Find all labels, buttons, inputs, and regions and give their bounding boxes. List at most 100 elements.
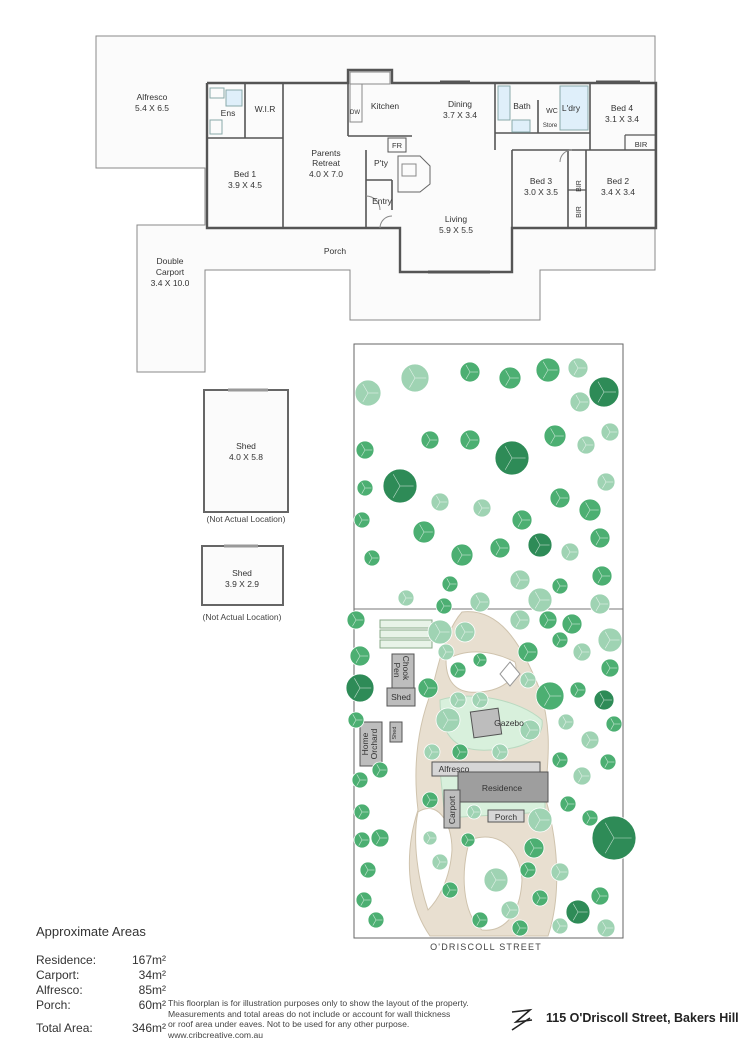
tree-branch xyxy=(529,840,535,849)
tree-branch xyxy=(606,425,611,433)
tree-branch xyxy=(454,699,459,706)
website-link[interactable]: www.cribcreative.com.au xyxy=(168,1029,264,1040)
tree-branch xyxy=(456,746,461,753)
tree-branch xyxy=(496,746,501,753)
shed-2-label: Shed xyxy=(232,568,252,578)
tree-branch xyxy=(556,634,561,641)
residence-label: Residence xyxy=(482,783,522,793)
tree-branch xyxy=(523,644,529,653)
tree-branch xyxy=(586,817,591,824)
shed-2: Shed 3.9 X 2.9 (Not Actual Location) xyxy=(201,544,284,622)
site-shed-label: Shed xyxy=(391,692,411,702)
site-plan: Chook Pen Shed Home Orchard Shed Gazebo … xyxy=(345,343,637,952)
bir-label-a: BIR xyxy=(576,180,583,192)
tree-branch xyxy=(358,514,363,521)
tree-branch xyxy=(495,547,501,556)
pantry-label: P'ty xyxy=(374,158,389,168)
tree-branch xyxy=(490,871,497,881)
tree-branch xyxy=(524,869,529,876)
home-orchard xyxy=(359,721,383,767)
tree-branch xyxy=(524,674,529,681)
parents-size: 4.0 X 7.0 xyxy=(309,169,343,179)
tree-branch xyxy=(457,554,463,563)
fridge-label: FR xyxy=(392,141,403,150)
tree-branch xyxy=(436,861,441,868)
tree-branch xyxy=(476,699,481,706)
tree-branch xyxy=(392,485,401,498)
area-total-row: Total Area:346m² xyxy=(36,1021,166,1036)
tree-branch xyxy=(534,811,541,821)
tree-branch xyxy=(496,751,501,758)
tree-branch xyxy=(606,431,611,439)
tree-branch xyxy=(524,679,529,686)
tree-branch xyxy=(454,669,459,676)
tree-branch xyxy=(402,597,407,604)
dining-size: 3.7 X 3.4 xyxy=(443,110,477,120)
tree-canopy xyxy=(345,357,637,938)
property-address: 115 O'Driscoll Street, Bakers Hill xyxy=(508,1006,744,1030)
area-row: Alfresco:85m² xyxy=(36,983,166,998)
tree-branch xyxy=(562,721,567,728)
tree-branch xyxy=(436,495,441,503)
dining-label: Dining xyxy=(448,99,472,109)
tree-branch xyxy=(495,540,501,549)
tree-branch xyxy=(556,759,561,766)
tree-branch xyxy=(516,927,521,934)
tree-branch xyxy=(596,895,601,903)
bed1-label: Bed 1 xyxy=(234,169,256,179)
tree-branch xyxy=(586,739,591,747)
site-shed xyxy=(386,687,416,707)
tree-branch xyxy=(506,903,511,911)
tree-branch xyxy=(606,667,611,675)
tree-branch xyxy=(585,509,591,518)
area-label: Residence: xyxy=(36,953,97,967)
tree-branch xyxy=(602,481,607,489)
tree-branch xyxy=(361,449,366,457)
tree-branch xyxy=(597,568,603,577)
tree-branch xyxy=(392,474,401,487)
tree-branch xyxy=(556,754,561,761)
tree-branch xyxy=(602,927,607,935)
orchard-label: Orchard xyxy=(369,728,379,759)
tree-branch xyxy=(476,659,481,666)
area-label: Alfresco: xyxy=(36,983,83,997)
tree-branch xyxy=(595,596,601,605)
bath-label: Bath xyxy=(513,101,531,111)
tree-branch xyxy=(355,655,361,664)
tree-branch xyxy=(475,601,481,610)
tree-branch xyxy=(355,648,361,657)
approximate-areas: Approximate Areas Residence:167m² Carpor… xyxy=(36,924,166,1036)
address-text: 115 O'Driscoll Street, Bakers Hill xyxy=(546,1011,739,1025)
tree-branch xyxy=(504,457,513,470)
kitchen-label: Kitchen xyxy=(371,101,400,111)
tree-branch xyxy=(476,694,481,701)
tree-branch xyxy=(604,822,615,839)
tree-branch xyxy=(356,779,361,786)
tree-branch xyxy=(604,761,609,768)
tree-branch xyxy=(602,475,607,483)
tree-branch xyxy=(534,591,541,601)
tree-branch xyxy=(376,764,381,771)
tree-branch xyxy=(505,370,511,379)
alfresco-size: 5.4 X 6.5 xyxy=(135,103,169,113)
tree-branch xyxy=(517,519,523,528)
tree-branch xyxy=(556,920,561,927)
tree-branch xyxy=(361,443,366,451)
gazebo xyxy=(469,707,503,739)
laundry-label: L'dry xyxy=(562,103,581,113)
living-size: 5.9 X 5.5 xyxy=(439,225,473,235)
tree-branch xyxy=(376,837,381,845)
tree-branch xyxy=(536,892,541,899)
tree-branch xyxy=(376,831,381,839)
tree-branch xyxy=(556,871,561,879)
tree-branch xyxy=(426,799,431,806)
tree-branch xyxy=(610,718,615,725)
tree-branch xyxy=(442,719,449,729)
tree-branch xyxy=(446,889,451,896)
north-arrow-icon xyxy=(511,1008,533,1031)
tree-branch xyxy=(361,487,366,494)
home-label: Home xyxy=(360,732,370,755)
tree-branch xyxy=(575,394,581,403)
tree-branch xyxy=(597,381,605,393)
tree-branch xyxy=(595,530,601,539)
